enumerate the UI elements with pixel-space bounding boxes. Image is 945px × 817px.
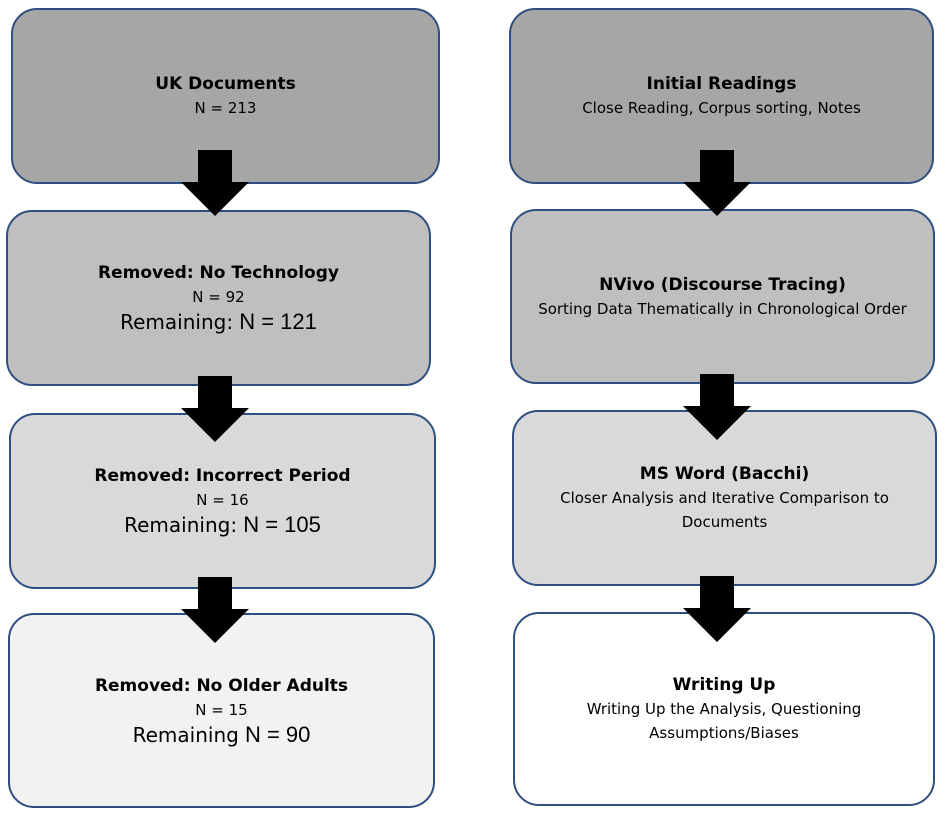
box-title: Removed: No Older Adults xyxy=(94,675,349,696)
box-title: NVivo (Discourse Tracing) xyxy=(599,274,846,295)
box-title: Writing Up xyxy=(672,675,776,695)
box-description: Writing Up the Analysis, Questioning Ass… xyxy=(586,700,862,742)
nvivo-box: NVivo (Discourse Tracing) Sorting Data T… xyxy=(510,209,935,384)
box-description: Sorting Data Thematically in Chronologic… xyxy=(538,299,907,318)
removed-incorrect-period-box: Removed: Incorrect Period N = 16 Remaini… xyxy=(9,413,436,589)
remaining-count: Remaining: N = 105 xyxy=(124,512,321,537)
down-arrow-icon xyxy=(683,576,751,642)
box-title: Removed: No Technology xyxy=(98,263,339,283)
remaining-count: Remaining N = 90 xyxy=(132,721,311,747)
box-description: Close Reading, Corpus sorting, Notes xyxy=(582,99,861,117)
down-arrow-icon xyxy=(181,376,249,442)
ms-word-box: MS Word (Bacchi) Closer Analysis and Ite… xyxy=(512,410,937,586)
box-count: N = 16 xyxy=(196,491,249,509)
box-title: Initial Readings xyxy=(646,74,797,94)
down-arrow-icon xyxy=(181,577,249,643)
box-count: N = 213 xyxy=(194,99,257,117)
down-arrow-icon xyxy=(683,150,751,216)
box-description: Closer Analysis and Iterative Comparison… xyxy=(560,489,889,531)
box-count: N = 92 xyxy=(192,288,245,306)
box-title: Removed: Incorrect Period xyxy=(94,466,351,486)
box-count: N = 15 xyxy=(195,700,248,719)
down-arrow-icon xyxy=(683,374,751,440)
box-title: UK Documents xyxy=(155,74,296,94)
remaining-count: Remaining: N = 121 xyxy=(120,309,317,334)
writing-up-box: Writing Up Writing Up the Analysis, Ques… xyxy=(513,612,935,806)
down-arrow-icon xyxy=(181,150,249,216)
box-title: MS Word (Bacchi) xyxy=(639,464,810,484)
removed-no-technology-box: Removed: No Technology N = 92 Remaining:… xyxy=(6,210,431,386)
